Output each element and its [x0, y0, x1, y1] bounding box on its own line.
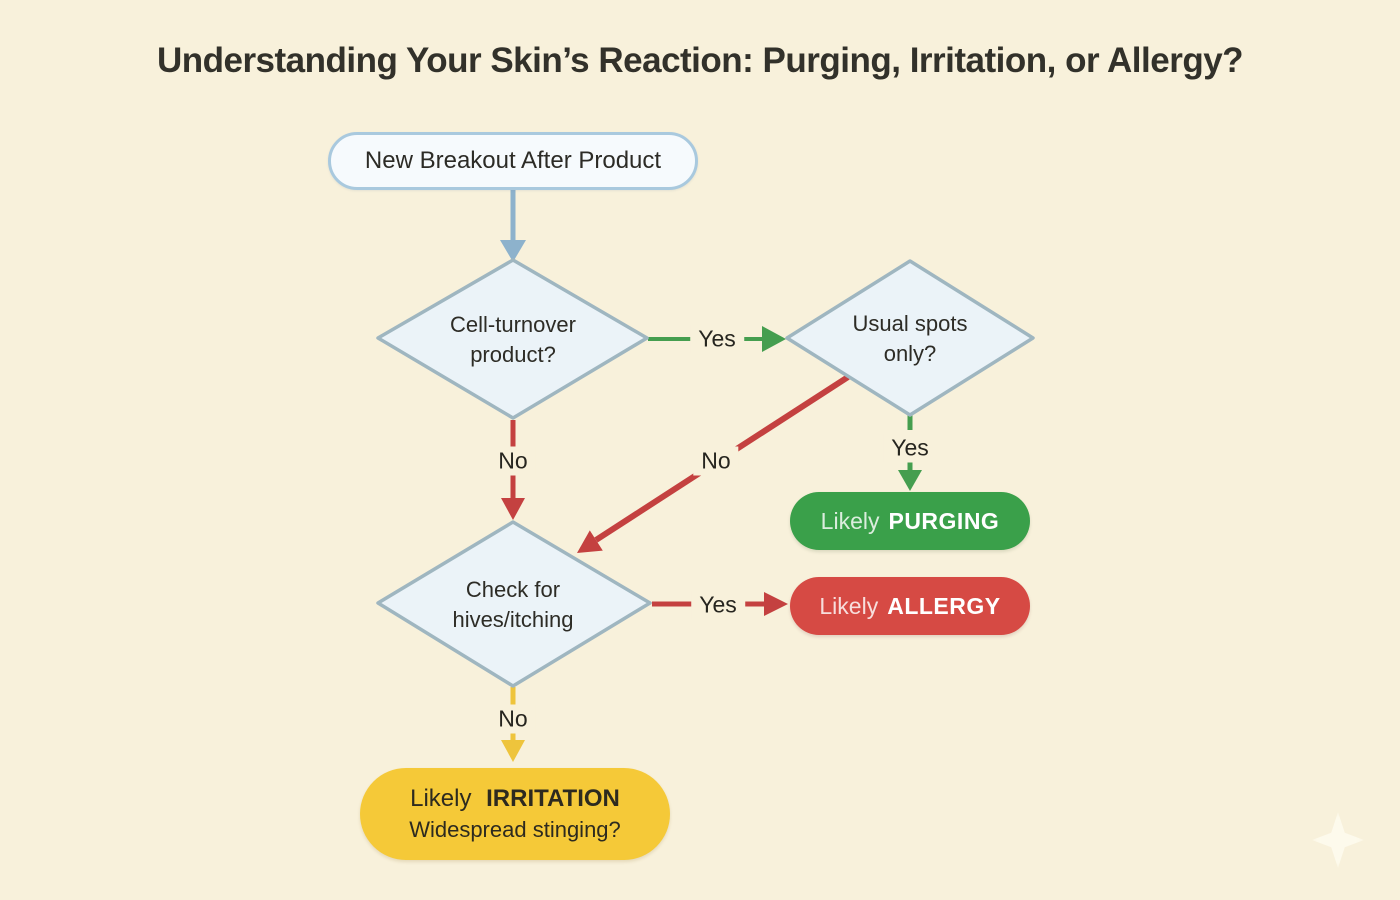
allergy-keyword: ALLERGY — [887, 592, 1001, 619]
edge-label-d2-yes: Yes — [883, 433, 937, 463]
decision1-diamond — [376, 258, 649, 420]
decision3-diamond — [376, 520, 652, 688]
decision1-label: Cell-turnover product? — [383, 310, 643, 370]
decision2-line2: only? — [883, 341, 937, 366]
irritation-keyword: IRRITATION — [486, 785, 620, 812]
start-node: New Breakout After Product — [328, 132, 698, 190]
arrowhead-right-red — [764, 592, 788, 616]
edge-start-to-decision1 — [500, 190, 526, 262]
arrowhead-right-green — [762, 326, 786, 352]
irritation-prefix: Likely — [410, 785, 472, 812]
arrowhead-diagonal-red — [577, 530, 603, 553]
edge-decision2-to-purging — [898, 415, 922, 491]
decision2-line1: Usual spots — [852, 311, 968, 336]
allergy-prefix: Likely — [819, 592, 879, 619]
purging-prefix: Likely — [820, 507, 880, 534]
decision3-line2: hives/itching — [452, 607, 574, 632]
decision3-line1: Check for — [465, 577, 561, 602]
edge-label-d3-no: No — [490, 704, 536, 734]
decision2-diamond — [785, 259, 1035, 417]
decision2-label: Usual spots only? — [780, 309, 1040, 369]
arrowhead-down-blue — [500, 240, 526, 262]
irritation-title-line: Likely IRRITATION — [410, 783, 620, 815]
purging-keyword: PURGING — [888, 507, 1000, 534]
start-node-label: New Breakout After Product — [364, 147, 662, 174]
result-purging: Likely PURGING — [790, 492, 1030, 550]
result-allergy: Likely ALLERGY — [790, 577, 1030, 635]
result-irritation: Likely IRRITATION Widespread stinging? — [360, 768, 670, 860]
decision1-line2: product? — [470, 342, 556, 367]
edge-label-d1-no: No — [490, 446, 536, 476]
arrowhead-down-green — [898, 470, 922, 491]
edge-label-d1-yes: Yes — [690, 324, 744, 354]
arrowhead-down-red — [501, 498, 525, 520]
decision3-label: Check for hives/itching — [383, 575, 643, 635]
irritation-note: Widespread stinging? — [409, 817, 621, 842]
edge-label-d2-no: No — [693, 446, 739, 476]
page-title: Understanding Your Skin’s Reaction: Purg… — [156, 41, 1244, 80]
arrowhead-down-yellow — [501, 740, 525, 762]
edge-label-d3-yes: Yes — [691, 590, 745, 620]
decision1-line1: Cell-turnover — [450, 312, 576, 337]
